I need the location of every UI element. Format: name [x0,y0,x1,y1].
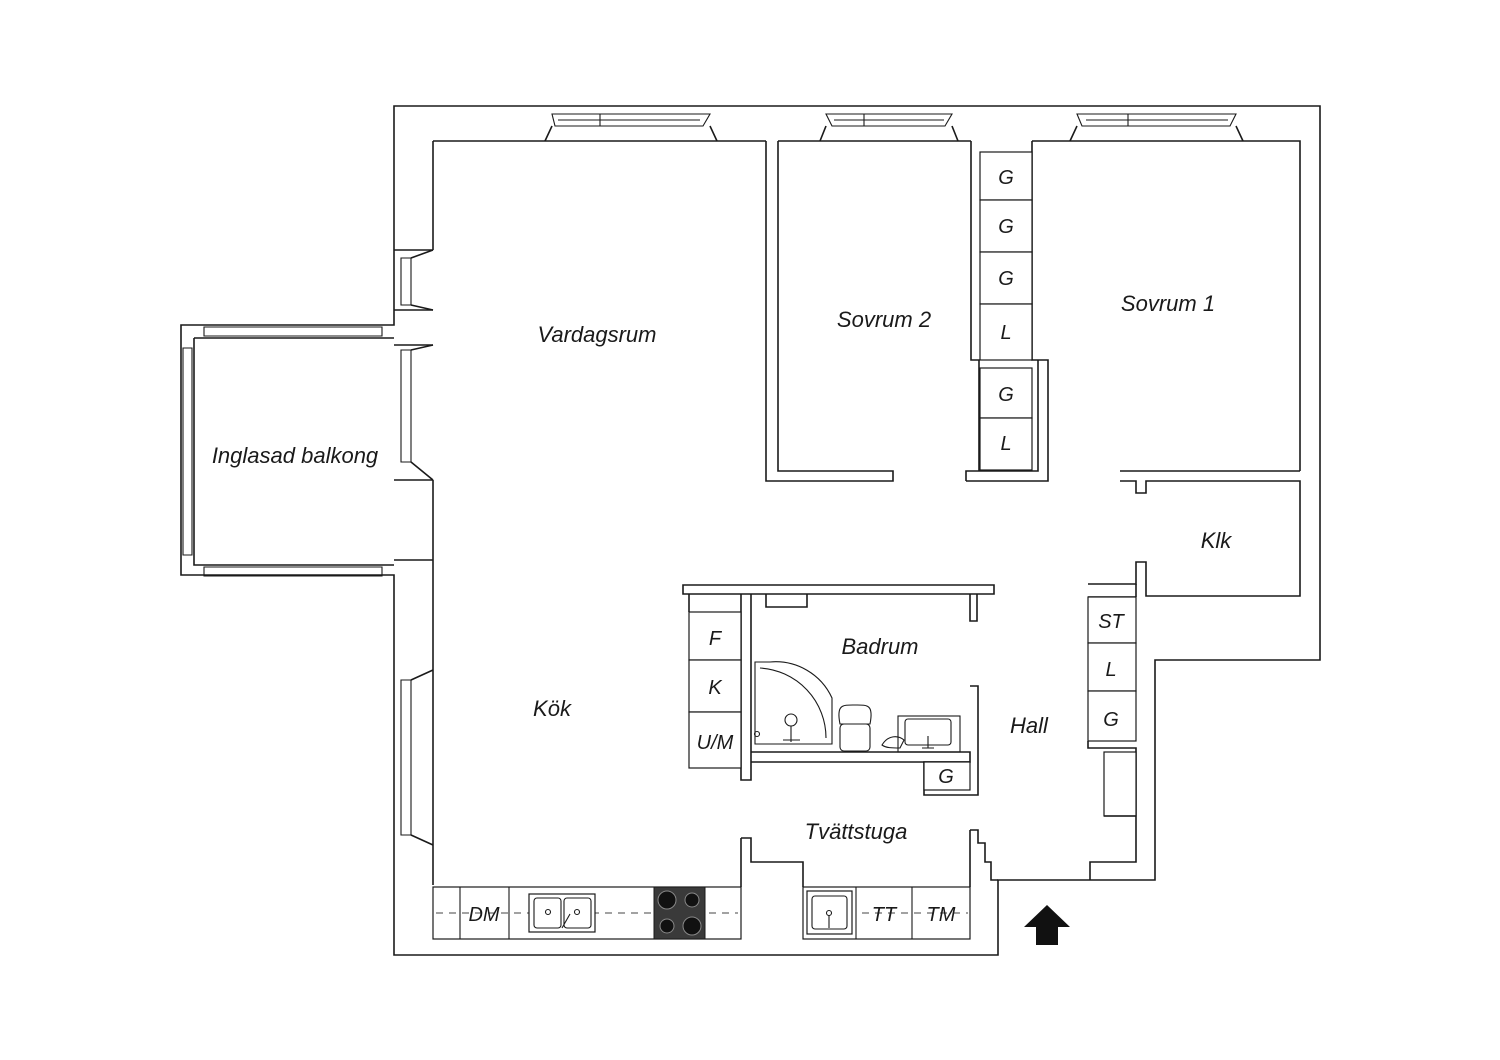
closet-label: F [709,628,723,650]
closet-label: L [1000,433,1011,455]
room-label-klk: Klk [1201,528,1233,553]
entrance-arrow-icon [1024,905,1070,945]
sink-icon [881,715,961,753]
closet-label: G [998,216,1014,238]
top-windows [544,113,1244,142]
room-label-tvattstuga: Tvättstuga [805,819,908,844]
closet-label: G [1103,709,1119,731]
room-label-sovrum-1: Sovrum 1 [1121,291,1215,316]
tumble-dryer-label: TT [872,904,898,926]
room-label-balkong: Inglasad balkong [212,443,379,468]
hall-closets: ST L G [1087,584,1137,880]
bathroom-block: F K U/M G [682,584,995,796]
room-label-kok: Kök [533,696,572,721]
closet-label: L [1000,322,1011,344]
entrance-walls [970,829,998,881]
closet-label: K [708,677,723,699]
outer-walls [180,105,1321,956]
closet-label: G [998,268,1014,290]
dishwasher-label: DM [468,904,499,926]
room-labels: Vardagsrum Sovrum 2 Sovrum 1 Inglasad ba… [212,291,1232,844]
bedroom-closets: G G G L G L [979,151,1033,471]
closet-label: U/M [697,732,734,754]
sink-icon [528,893,596,933]
stove-icon [653,886,706,940]
closet-label: L [1105,659,1116,681]
bedroom-walls [765,141,1301,598]
room-label-vardagsrum: Vardagsrum [537,322,656,347]
toilet-icon [838,704,872,752]
counters: DM TT TM [432,830,971,940]
room-label-hall: Hall [1010,713,1049,738]
room-label-sovrum-2: Sovrum 2 [837,307,931,332]
balcony [182,249,434,846]
room-label-badrum: Badrum [841,634,918,659]
washing-machine-label: TM [927,904,956,926]
closet-label: G [938,766,954,788]
closet-label: ST [1098,611,1125,633]
shower-icon [753,661,833,745]
sink-icon [806,890,853,935]
closet-label: G [998,167,1014,189]
closet-label: G [998,384,1014,406]
